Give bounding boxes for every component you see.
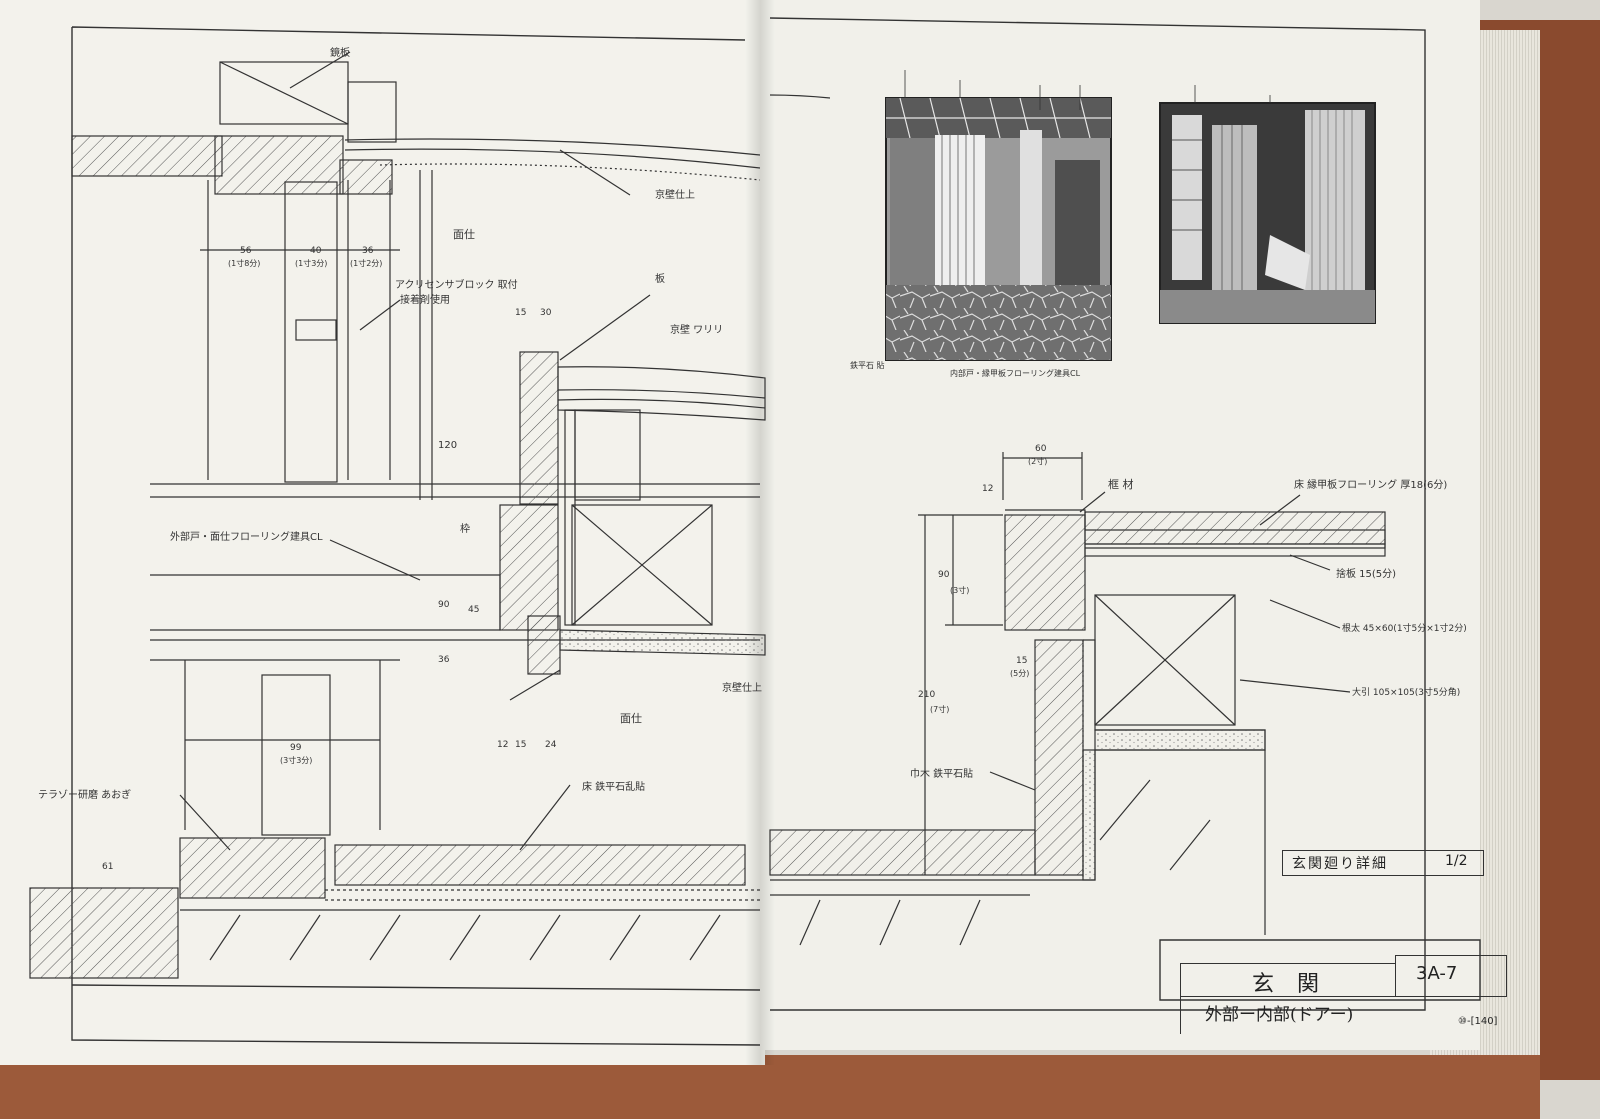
label-sute-ita: 捨板 15(5分): [1336, 569, 1397, 580]
dim-56: 56: [240, 246, 252, 256]
label-kagami-ita: 鏡板: [330, 48, 350, 59]
label-interior-door-cl: 内部戸・縁甲板フローリング建具CL: [950, 369, 1081, 378]
label-exterior-door-cl: 外部戸・面仕フローリング建具CL: [170, 532, 323, 543]
label-menshi-bottom: 面仕: [620, 712, 642, 725]
dim-15-low: 15: [515, 740, 527, 750]
dim-56-sun: (1寸8分): [228, 259, 261, 268]
detail-scale: 1/2: [1445, 853, 1468, 869]
dim-r-90-sun: (3寸): [950, 586, 970, 595]
perspective-illustration-2: [1159, 102, 1376, 324]
label-adhesive: 接着剤使用: [400, 295, 450, 306]
left-sheet-border: [71, 26, 761, 1046]
dim-40-sun: (1寸3分): [295, 259, 328, 268]
label-floor-teppeiseki: 床 鉄平石乱貼: [582, 782, 646, 793]
dim-30: 30: [540, 308, 552, 318]
dim-r-90: 90: [938, 570, 950, 580]
label-ita: 板: [655, 274, 665, 285]
right-sheet-border: [769, 17, 1481, 1011]
label-kyokabe-top: 京壁仕上: [655, 190, 695, 201]
book-cover-bottom: [0, 1055, 1540, 1119]
label-acrylic-block: アクリセンサブロック 取付: [395, 280, 518, 291]
label-habaki: 巾木 鉄平石貼: [910, 769, 974, 780]
dim-99-sun: (3寸3分): [280, 756, 313, 765]
dim-90: 90: [438, 600, 450, 610]
dim-36-sun: (1寸2分): [350, 259, 383, 268]
dim-12: 12: [497, 740, 509, 750]
label-kyokabe-wariri: 京壁 ワリリ: [670, 325, 724, 336]
dim-r-210: 210: [918, 690, 936, 700]
label-waku: 枠: [460, 524, 470, 535]
label-menshi-top: 面仕: [453, 228, 475, 241]
label-obiki: 大引 105×105(3寸5分角): [1352, 688, 1461, 698]
dim-r-15: 15: [1016, 656, 1028, 666]
dim-24: 24: [545, 740, 557, 750]
dim-r-60-sun: (2寸): [1028, 457, 1048, 466]
label-terrazzo: テラゾー研磨 あおぎ: [38, 790, 132, 801]
title-block-title: 玄 関: [1252, 972, 1327, 997]
dim-r-210-sun: (7寸): [930, 705, 950, 714]
label-teppeiseki-illust: 鉄平石 貼: [850, 361, 885, 370]
gutter-shadow: [745, 0, 775, 1065]
left-section-drawing: [29, 51, 766, 979]
detail-title-box: [1282, 850, 1484, 876]
sheet-number-box: [1395, 955, 1507, 997]
title-block-divider: [1180, 996, 1395, 997]
detail-title: 玄関廻り詳細: [1292, 856, 1388, 872]
title-block-subtitle: 外部ー内部(ドアー): [1205, 1005, 1354, 1025]
label-neda: 根太 45×60(1寸5分×1寸2分): [1342, 624, 1467, 634]
perspective-illustration-1: [885, 97, 1112, 361]
dim-36-low: 36: [438, 655, 450, 665]
dim-40: 40: [310, 246, 322, 256]
dim-120: 120: [438, 440, 458, 451]
dim-61: 61: [102, 862, 114, 872]
dim-r-60: 60: [1035, 444, 1047, 454]
sheet-number: 3A-7: [1416, 963, 1458, 984]
label-floor-flooring: 床 縁甲板フローリング 厚18(6分): [1294, 480, 1448, 491]
label-kamachi: 框 材: [1108, 478, 1134, 491]
dim-99: 99: [290, 743, 302, 753]
dim-r-15-sun: (5分): [1010, 669, 1030, 678]
dim-15: 15: [515, 308, 527, 318]
right-section-drawing: [769, 94, 1386, 946]
page-number: ⑩-[140]: [1458, 1016, 1498, 1027]
dim-45: 45: [468, 605, 480, 615]
dim-36: 36: [362, 246, 374, 256]
dim-r-12: 12: [982, 484, 994, 494]
title-block: [1180, 963, 1396, 1034]
label-kyokabe-bottom: 京壁仕上: [722, 683, 762, 694]
